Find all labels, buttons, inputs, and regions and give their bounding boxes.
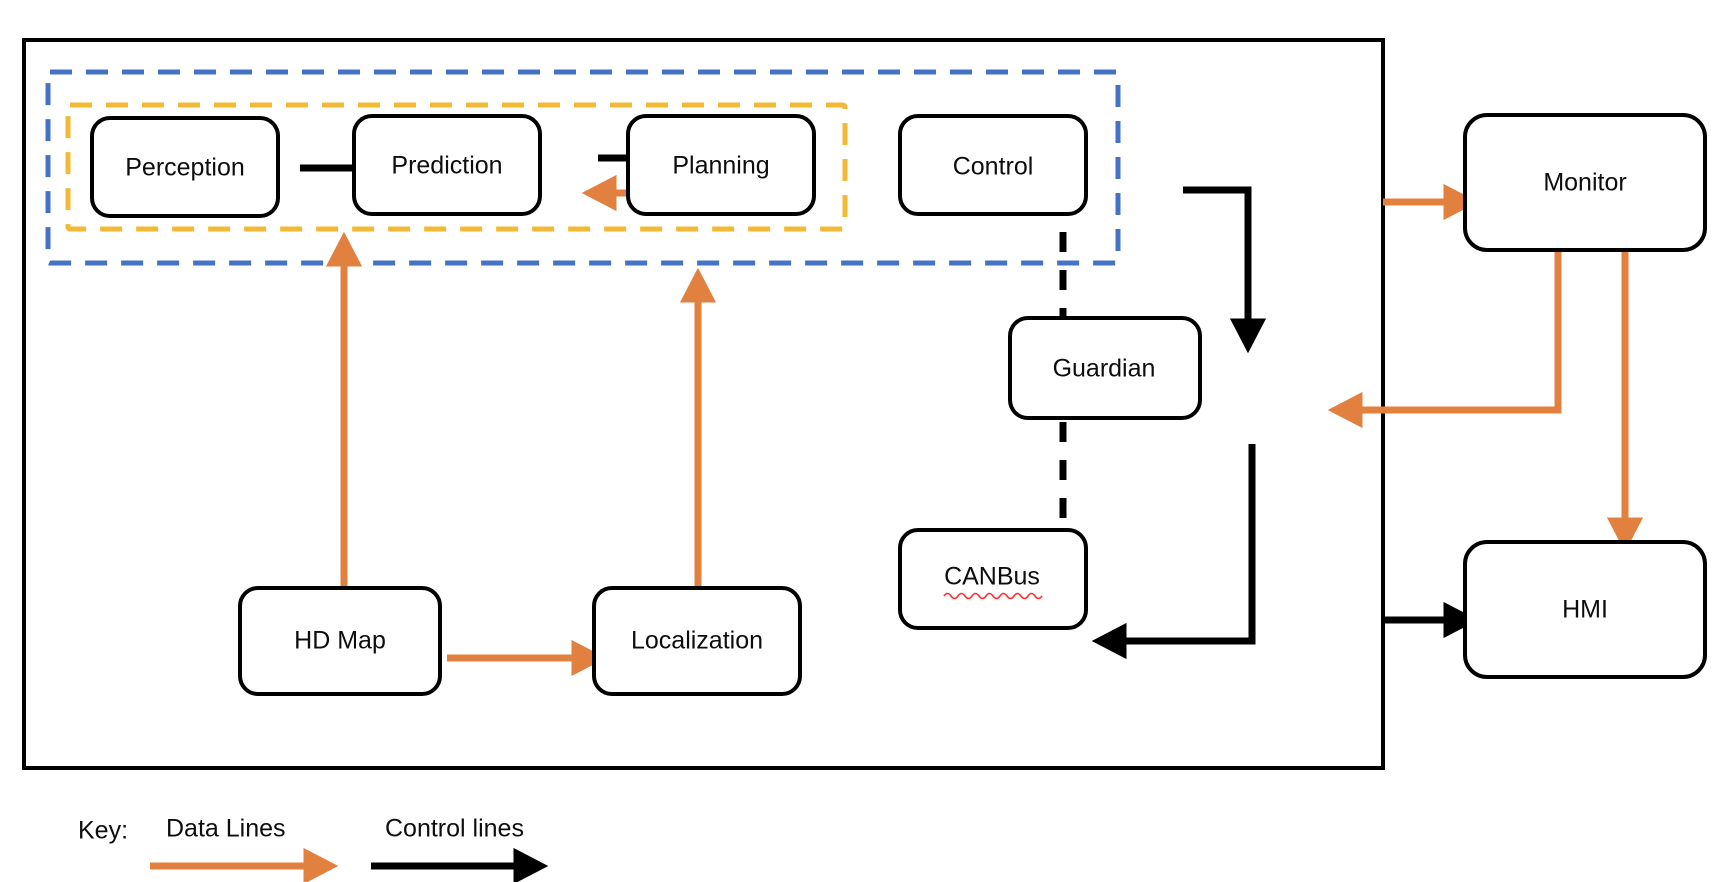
group-outer-dashed-box [45,69,1121,266]
node-perception[interactable]: Perception [90,116,280,218]
node-guardian[interactable]: Guardian [1008,316,1202,420]
node-control-label: Control [953,153,1034,181]
group-inner-dashed-box [65,102,848,232]
node-guardian-label: Guardian [1053,355,1156,383]
system-boundary-frame [22,38,1385,770]
node-planning[interactable]: Planning [626,114,816,216]
edge-guardian-to-canbus [1091,444,1256,660]
node-monitor[interactable]: Monitor [1463,113,1707,252]
node-prediction[interactable]: Prediction [352,114,542,216]
legend-key-label: Key: [78,817,128,845]
node-control[interactable]: Control [898,114,1088,216]
node-hmi[interactable]: HMI [1463,540,1707,679]
node-canbus[interactable]: CANBus [898,528,1088,630]
node-planning-label: Planning [672,152,769,180]
edge-monitor-to-guardian [1327,250,1562,429]
node-monitor-label: Monitor [1543,169,1626,197]
node-hd-map[interactable]: HD Map [238,586,442,696]
node-prediction-label: Prediction [391,152,502,180]
legend-data-lines-label: Data Lines [166,815,286,843]
node-localization[interactable]: Localization [592,586,802,696]
node-perception-label: Perception [125,154,245,182]
node-localization-label: Localization [631,627,763,655]
spellcheck-underline-icon [943,592,1043,600]
legend-key: Key: Data Lines Control lines [78,815,549,882]
node-hmi-label: HMI [1562,596,1608,624]
legend-control-lines-label: Control lines [385,815,524,843]
node-hd-map-label: HD Map [294,627,386,655]
edge-control-to-guardian [1183,186,1267,354]
node-canbus-label: CANBus [944,563,1040,591]
